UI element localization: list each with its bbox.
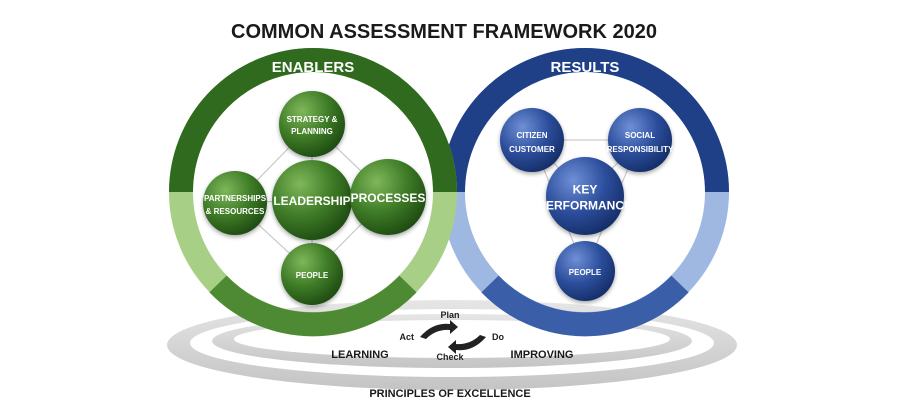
enablers-label: ENABLERS	[272, 59, 355, 76]
enablers-ring: ENABLERS	[169, 48, 457, 337]
framework-title: COMMON ASSESSMENT FRAMEWORK 2020	[231, 21, 657, 43]
pdca-arrows-icon	[420, 320, 486, 354]
pdca-check: Check	[436, 352, 464, 362]
node-people-results: PEOPLE	[555, 241, 615, 301]
node-strategy-planning-label: STRATEGY &PLANNING	[287, 115, 338, 136]
pdca-act: Act	[399, 332, 414, 342]
node-partnerships-resources-label: PARTNERSHIPS& RESOURCES	[204, 194, 267, 216]
node-partnerships-resources: PARTNERSHIPS& RESOURCES	[203, 171, 267, 235]
node-people-enablers: PEOPLE	[281, 243, 343, 305]
node-leadership: LEADERSHIP	[272, 160, 352, 240]
principles-label: PRINCIPLES OF EXCELLENCE	[369, 388, 530, 400]
node-leadership-label: LEADERSHIP	[273, 194, 350, 208]
pdca-do: Do	[492, 332, 504, 342]
results-label: RESULTS	[551, 59, 620, 76]
node-people-enablers-label: PEOPLE	[296, 271, 329, 280]
pdca-cycle: Plan Do Check Act	[399, 310, 504, 362]
node-processes-label: PROCESSES	[351, 191, 426, 205]
improving-label: IMPROVING	[511, 349, 574, 361]
node-processes: PROCESSES	[350, 159, 426, 235]
node-strategy-planning: STRATEGY &PLANNING	[279, 91, 345, 157]
node-people-results-label: PEOPLE	[569, 268, 602, 277]
pdca-plan: Plan	[440, 310, 459, 320]
learning-label: LEARNING	[331, 349, 388, 361]
